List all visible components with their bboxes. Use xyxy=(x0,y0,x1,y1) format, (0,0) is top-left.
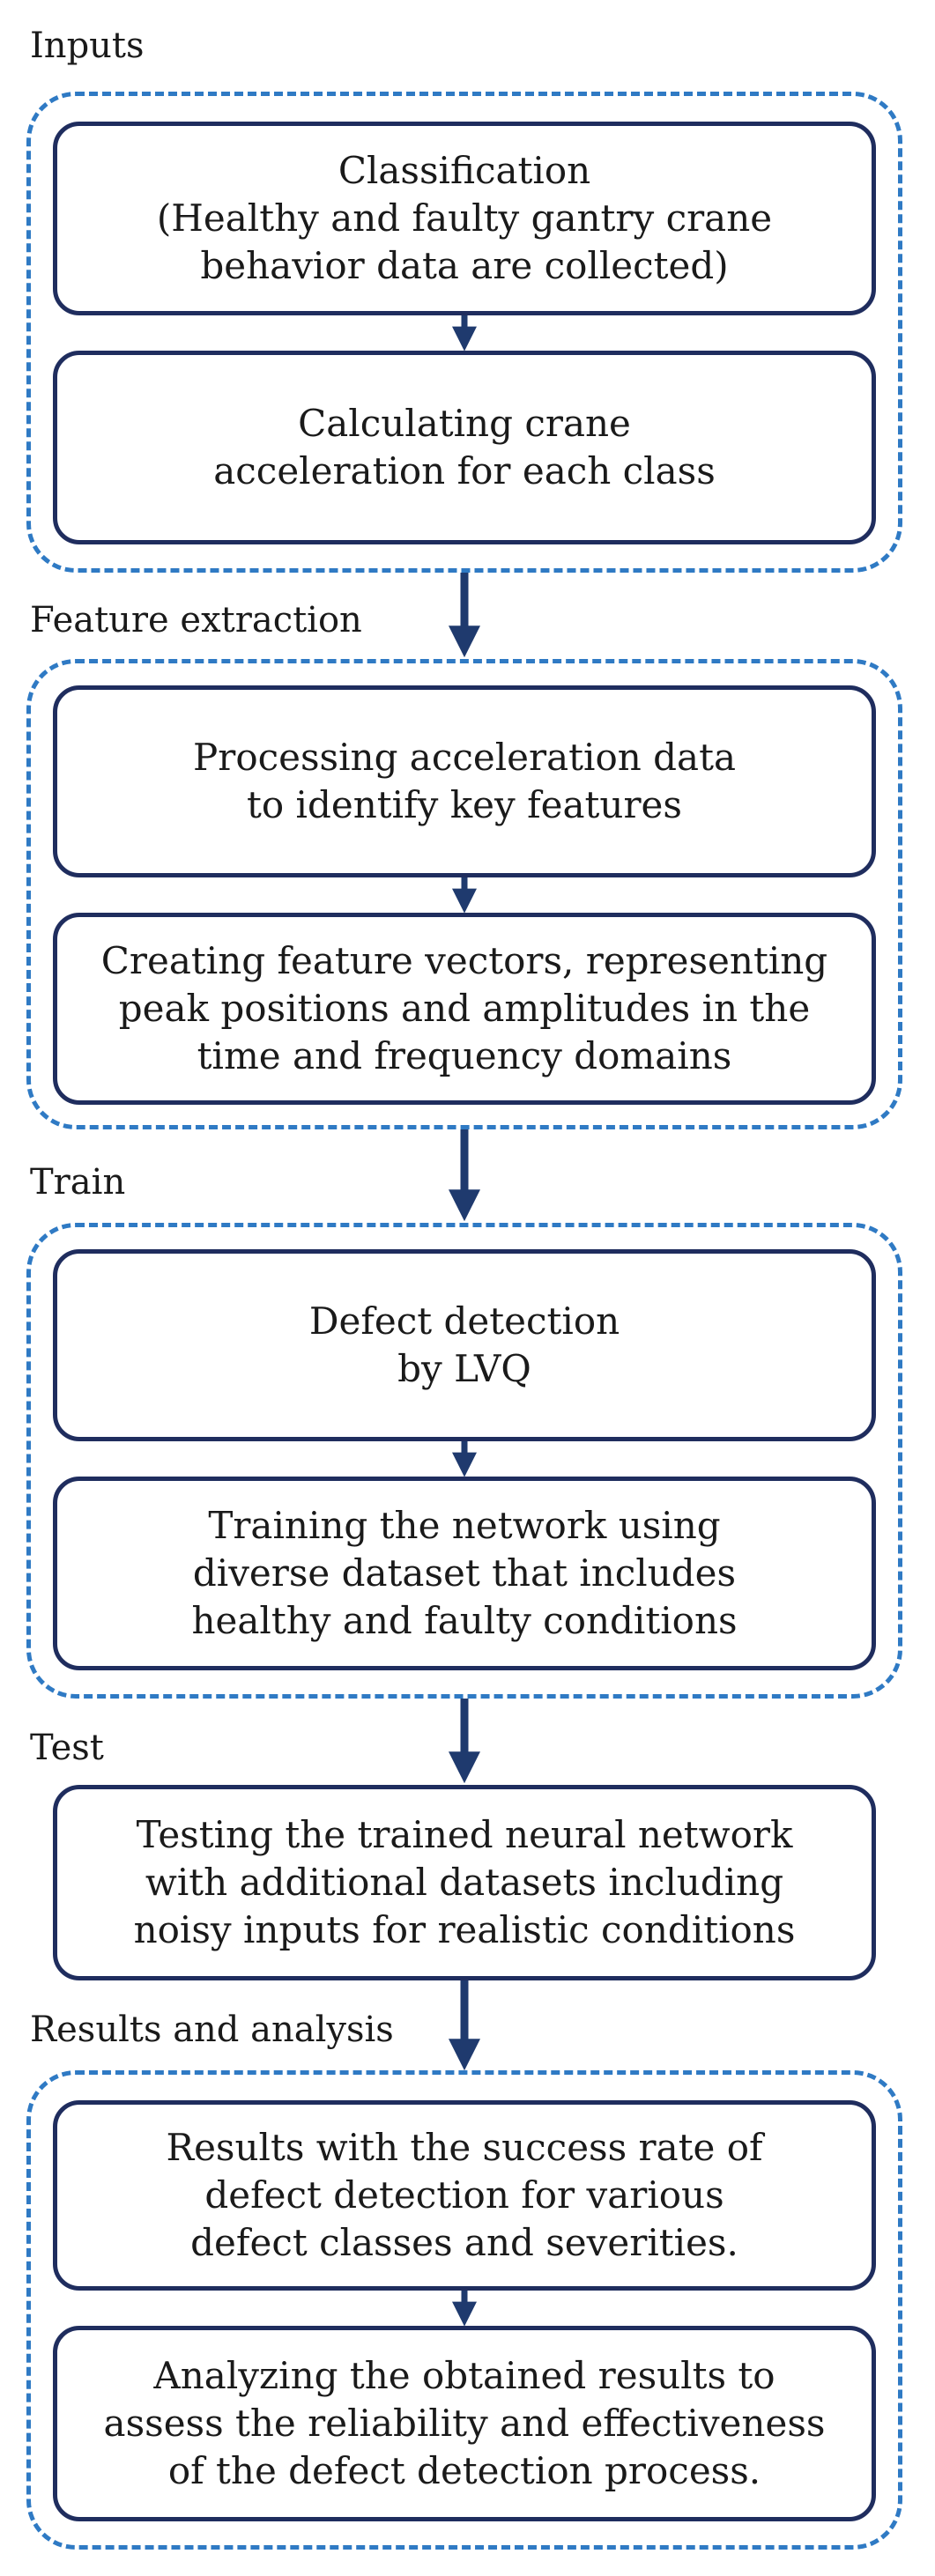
section-label-test: Test xyxy=(30,1728,104,1768)
step-testing: Testing the trained neural network with … xyxy=(53,1785,876,1980)
section-label-train: Train xyxy=(30,1162,126,1203)
step-feature-vectors: Creating feature vectors, representing p… xyxy=(53,913,876,1105)
section-label-feature-extraction: Feature extraction xyxy=(30,600,362,640)
section-label-results: Results and analysis xyxy=(30,2010,394,2050)
group-train xyxy=(26,1223,902,1699)
step-testing-text: Testing the trained neural network with … xyxy=(133,1813,796,1951)
step-classification-text: Classification (Healthy and faulty gantr… xyxy=(156,149,773,287)
group-results xyxy=(26,2070,902,2550)
step-defect-detection: Defect detection by LVQ xyxy=(53,1249,876,1441)
group-inputs xyxy=(26,92,902,573)
step-acceleration-text: Calculating crane acceleration for each … xyxy=(213,402,716,492)
step-training-text: Training the network using diverse datas… xyxy=(191,1504,738,1642)
step-processing-text: Processing acceleration data to identify… xyxy=(192,736,736,826)
step-defect-detection-text: Defect detection by LVQ xyxy=(308,1299,620,1390)
group-feature-extraction xyxy=(26,659,902,1129)
step-training: Training the network using diverse datas… xyxy=(53,1477,876,1670)
section-label-inputs: Inputs xyxy=(30,26,145,66)
step-results-rate-text: Results with the success rate of defect … xyxy=(166,2126,763,2264)
step-processing: Processing acceleration data to identify… xyxy=(53,685,876,877)
step-acceleration: Calculating crane acceleration for each … xyxy=(53,351,876,544)
step-analyzing-text: Analyzing the obtained results to assess… xyxy=(103,2354,826,2492)
step-feature-vectors-text: Creating feature vectors, representing p… xyxy=(100,939,828,1077)
step-results-rate: Results with the success rate of defect … xyxy=(53,2100,876,2291)
step-analyzing: Analyzing the obtained results to assess… xyxy=(53,2326,876,2521)
step-classification: Classification (Healthy and faulty gantr… xyxy=(53,122,876,315)
